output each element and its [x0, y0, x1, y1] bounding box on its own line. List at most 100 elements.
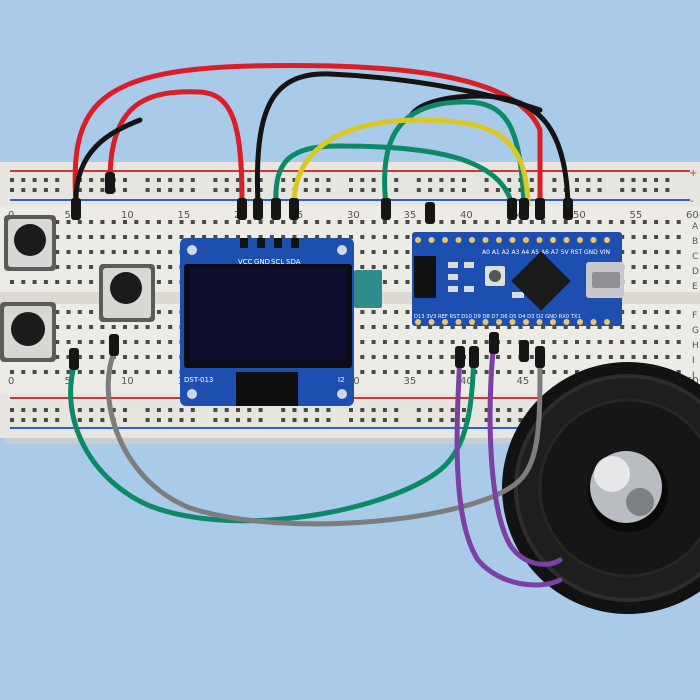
mount-hole: [187, 245, 197, 255]
breadboard-hole: [77, 310, 82, 314]
rail-hole: [236, 418, 240, 422]
breadboard-hole: [382, 355, 387, 359]
wire-connector: [519, 340, 529, 362]
nano-pin: [428, 319, 435, 325]
button-cap[interactable]: [14, 224, 46, 256]
rail-hole: [179, 418, 184, 422]
wire-yellow[interactable]: [291, 117, 531, 208]
breadboard-hole: [123, 220, 127, 224]
breadboard-hole: [123, 340, 127, 344]
breadboard-hole: [405, 340, 410, 344]
breadboard-hole: [213, 220, 218, 224]
smd-part: [464, 262, 474, 268]
breadboard-hole: [156, 280, 161, 284]
wire-connector-heads: [69, 172, 573, 370]
rail-hole: [224, 408, 229, 412]
breadboard-hole: [484, 220, 489, 224]
wire-connector: [105, 172, 115, 194]
column-number: 60: [686, 210, 699, 221]
button-cap[interactable]: [11, 312, 45, 346]
column-number: 55: [630, 210, 643, 221]
breadboard-hole: [55, 250, 60, 254]
row-letter-f: F: [692, 311, 697, 321]
rail-hole: [224, 178, 229, 182]
breadboard-hole: [665, 325, 670, 329]
push-button-1[interactable]: [4, 215, 56, 271]
breadboard-hole: [360, 355, 365, 359]
header-pin: [257, 238, 265, 248]
breadboard-hole: [168, 370, 173, 374]
header-pin: [240, 238, 248, 248]
wire-red-3[interactable]: [73, 117, 143, 208]
breadboard-hole: [495, 355, 500, 359]
breadboard-hole: [100, 370, 105, 374]
rail-hole: [236, 178, 240, 182]
rail-hole: [55, 178, 60, 182]
nano-pin: [469, 237, 475, 243]
breadboard-hole: [134, 220, 139, 224]
breadboard-hole: [371, 370, 376, 374]
nano-header-pins: [415, 237, 610, 325]
wire-green-2[interactable]: [382, 99, 527, 208]
rail-hole: [10, 408, 14, 412]
breadboard-hole: [507, 355, 512, 359]
breadboard-hole: [43, 280, 48, 284]
rail-hole: [326, 408, 331, 412]
breadboard-hole: [89, 220, 94, 224]
rail-hole: [654, 188, 659, 192]
breadboard-hole: [405, 280, 410, 284]
push-button-3[interactable]: [0, 302, 56, 362]
button-cap[interactable]: [110, 272, 142, 304]
breadboard-hole: [620, 340, 625, 344]
wire-purple-2[interactable]: [487, 337, 563, 567]
wire-purple-1[interactable]: [454, 353, 563, 588]
rail-hole: [416, 418, 421, 422]
wire-green-3[interactable]: [68, 353, 477, 524]
wire-red-2[interactable]: [107, 89, 245, 208]
nano-pin: [590, 319, 597, 325]
wire-connector: [469, 346, 479, 368]
reset-button-cap[interactable]: [489, 270, 501, 282]
rail-hole: [247, 408, 252, 412]
push-button-2[interactable]: [99, 264, 155, 322]
breadboard-hole: [665, 220, 670, 224]
breadboard-hole: [145, 370, 150, 374]
breadboard-hole: [292, 235, 297, 239]
rail-hole: [156, 418, 161, 422]
mount-hole: [337, 389, 347, 399]
nano-pin: [604, 237, 610, 243]
breadboard-hole: [642, 235, 647, 239]
rail-hole: [145, 178, 150, 182]
rail-hole: [100, 178, 105, 182]
breadboard-hole: [315, 235, 320, 239]
breadboard-hole: [563, 220, 568, 224]
breadboard-hole: [382, 265, 387, 269]
breadboard-hole: [371, 325, 376, 329]
breadboard-hole: [394, 220, 399, 224]
wire-connector: [253, 198, 263, 220]
breadboard-hole: [428, 355, 433, 359]
breadboard-hole: [371, 340, 376, 344]
breadboard-hole: [360, 370, 365, 374]
breadboard-hole: [642, 340, 647, 344]
rail-hole: [382, 418, 387, 422]
rail-hole: [642, 178, 647, 182]
breadboard-hole: [654, 250, 659, 254]
breadboard-hole: [665, 280, 670, 284]
nano-pin: [604, 319, 610, 325]
rail-hole: [495, 408, 500, 412]
breadboard-hole: [631, 220, 636, 224]
breadboard-hole: [518, 325, 523, 329]
wire-green-1[interactable]: [273, 143, 515, 208]
breadboard-hole: [642, 250, 647, 254]
breadboard-hole: [168, 340, 173, 344]
wire-gray[interactable]: [105, 349, 543, 527]
breadboard-hole: [111, 325, 116, 329]
breadboard-hole: [608, 220, 613, 224]
rail-hole: [394, 178, 399, 182]
rail-hole: [43, 188, 48, 192]
breadboard-hole: [77, 355, 82, 359]
rail-hole: [258, 418, 263, 422]
breadboard-hole: [179, 235, 184, 239]
